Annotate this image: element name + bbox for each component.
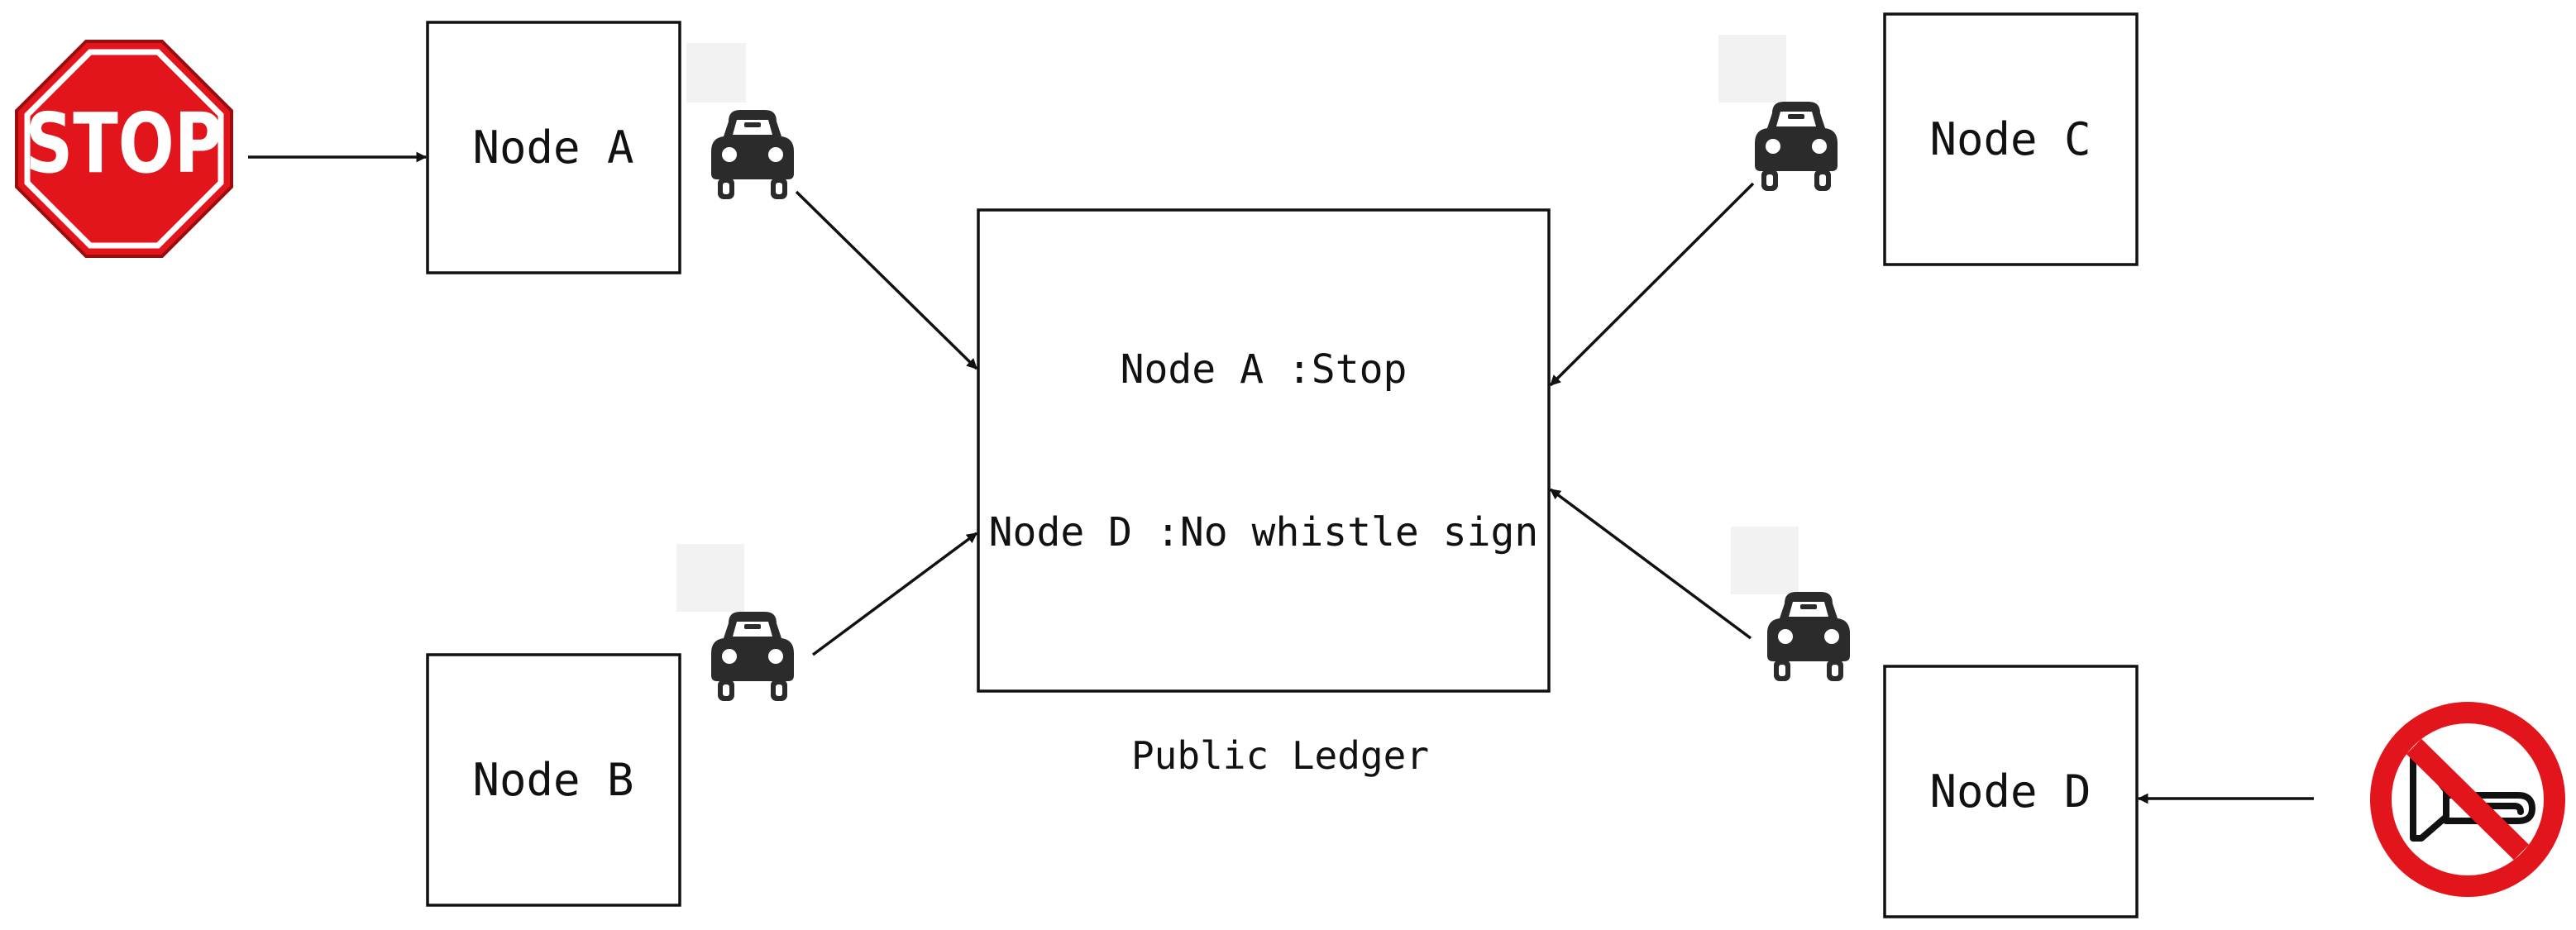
- placeholder-square-c: [1718, 35, 1786, 103]
- arrow-node-a-to-ledger: [795, 190, 978, 370]
- node-c[interactable]: Node C: [1883, 12, 2139, 266]
- node-d[interactable]: Node D: [1883, 665, 2139, 918]
- node-a[interactable]: Node A: [426, 21, 681, 274]
- ledger-entry-node-a: Node A :Stop: [1121, 346, 1407, 393]
- car-icon: [1767, 592, 1850, 681]
- ledger-entry-node-d: Node D :No whistle sign: [989, 509, 1539, 556]
- arrow-node-d-to-ledger: [1549, 488, 1752, 640]
- arrow-node-c-to-ledger: [1549, 182, 1755, 387]
- placeholder-square-a: [686, 43, 746, 103]
- placeholder-square-b: [676, 544, 744, 612]
- node-d-label: Node D: [1929, 765, 2091, 818]
- node-b[interactable]: Node B: [426, 653, 681, 907]
- car-icon: [711, 612, 794, 701]
- placeholder-square-d: [1731, 527, 1799, 594]
- stop-sign-icon: STOP: [15, 40, 233, 258]
- node-b-label: Node B: [472, 754, 633, 806]
- node-c-label: Node C: [1929, 113, 2091, 165]
- arrow-node-b-to-ledger: [811, 532, 978, 656]
- node-a-label: Node A: [472, 122, 633, 174]
- public-ledger-caption: Public Ledger: [1131, 733, 1429, 778]
- car-icon: [1755, 102, 1838, 191]
- stop-sign-text: STOP: [26, 96, 223, 192]
- no-horn-sign-icon: [2370, 702, 2565, 897]
- public-ledger-box[interactable]: Node A :Stop Node D :No whistle sign: [977, 208, 1551, 693]
- car-icon: [711, 110, 794, 199]
